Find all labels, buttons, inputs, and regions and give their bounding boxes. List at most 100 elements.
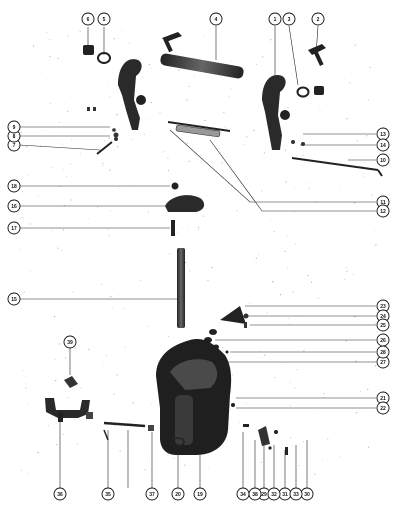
speckle-dot — [260, 461, 263, 464]
speckle-dot — [154, 259, 156, 261]
callout-bubble — [268, 12, 282, 26]
speckle-dot — [345, 267, 347, 269]
speckle-dot — [62, 229, 65, 231]
speckle-dot — [39, 145, 41, 146]
callout-number: 29 — [261, 492, 267, 498]
long-pin-bend — [377, 169, 383, 177]
speckle-dot — [44, 218, 45, 219]
speckle-dot — [79, 153, 81, 155]
callout-bubble — [7, 199, 21, 213]
speckle-dot — [140, 279, 142, 281]
speckle-dot — [54, 359, 55, 361]
speckle-dot — [345, 340, 347, 342]
callout-bubble — [289, 487, 303, 501]
callout-1: 1 — [268, 12, 282, 26]
callout-number: 3 — [288, 17, 291, 23]
speckle-dot — [246, 196, 248, 198]
callout-number: 28 — [380, 350, 386, 356]
speckle-dot — [184, 464, 186, 466]
speckle-dot — [367, 446, 370, 448]
speckle-dot — [57, 36, 58, 38]
speckle-dot — [53, 294, 55, 296]
speckle-dot — [102, 165, 103, 167]
speckle-dot — [284, 149, 287, 151]
speckle-dot — [58, 244, 60, 246]
callout-9: 9 — [7, 120, 21, 134]
tube-part — [160, 53, 244, 79]
small-screw — [93, 107, 96, 111]
housing-highlight — [170, 359, 218, 390]
speckle-dot — [361, 297, 362, 299]
callout-bubble — [376, 204, 390, 218]
speckle-dot — [300, 341, 302, 343]
washer-small — [268, 446, 272, 450]
speckle-dot — [150, 101, 152, 104]
speckle-dot — [317, 297, 319, 299]
speckle-dot — [167, 157, 169, 159]
speckle-dot — [186, 100, 188, 101]
speckle-dot — [29, 303, 31, 305]
speckle-dot — [350, 73, 352, 74]
speckle-dot — [255, 262, 257, 264]
speckle-dot — [257, 358, 259, 360]
speckle-dot — [228, 96, 230, 98]
speckle-dot — [101, 283, 103, 286]
speckle-dot — [374, 322, 376, 324]
callout-number: 4 — [215, 17, 218, 23]
speckle-dot — [51, 166, 53, 168]
speckle-dot — [26, 182, 28, 184]
callout-bubble — [376, 138, 390, 152]
washer-part — [296, 86, 310, 98]
speckle-dot — [318, 465, 319, 467]
callout-number: 8 — [13, 134, 16, 140]
speckle-dot — [230, 88, 232, 90]
speckle-dot — [349, 116, 351, 118]
speckle-dot — [203, 34, 204, 36]
wedge-part — [220, 306, 246, 324]
speckle-dot — [363, 175, 365, 177]
speckle-dot — [49, 55, 51, 58]
speckle-dot — [66, 175, 68, 177]
speckle-dot — [147, 325, 149, 327]
callout-bubble — [282, 12, 296, 26]
speckle-dot — [87, 321, 89, 323]
speckle-dot — [25, 383, 27, 385]
speckle-dot — [223, 111, 225, 114]
speckle-dot — [144, 469, 146, 471]
speckle-dot — [354, 44, 357, 46]
speckle-dot — [150, 67, 152, 69]
speckle-dot — [296, 328, 298, 330]
speckle-dot — [25, 377, 27, 378]
leader-lines — [19, 25, 376, 488]
speckle-dot — [291, 72, 293, 74]
speckle-dot — [296, 296, 297, 298]
callout-18: 18 — [7, 179, 21, 193]
speckle-dot — [25, 387, 27, 389]
callout-19: 19 — [193, 487, 207, 501]
speckle-dot — [20, 218, 22, 219]
callout-10: 10 — [376, 153, 390, 167]
washer-small — [301, 142, 305, 146]
screw-small — [285, 447, 288, 455]
callout-number: 31 — [282, 492, 288, 498]
speckle-dot — [55, 379, 57, 382]
callout-bubble — [7, 179, 21, 193]
speckle-dot — [254, 90, 256, 92]
callout-number: 38 — [252, 492, 258, 498]
speckle-dot — [67, 110, 69, 112]
speckle-dot — [119, 450, 121, 452]
callout-number: 30 — [304, 492, 310, 498]
speckle-dot — [222, 347, 224, 349]
speckle-dot — [256, 64, 258, 65]
washer-small — [274, 430, 278, 434]
lever-assembly — [45, 398, 90, 418]
speckle-dot — [177, 231, 179, 233]
speckle-dot — [198, 228, 200, 230]
speckle-dot — [22, 191, 23, 193]
callout-bubble — [145, 487, 159, 501]
speckle-dot — [269, 41, 271, 43]
speckle-dot — [184, 261, 187, 264]
speckle-dot — [58, 100, 60, 102]
